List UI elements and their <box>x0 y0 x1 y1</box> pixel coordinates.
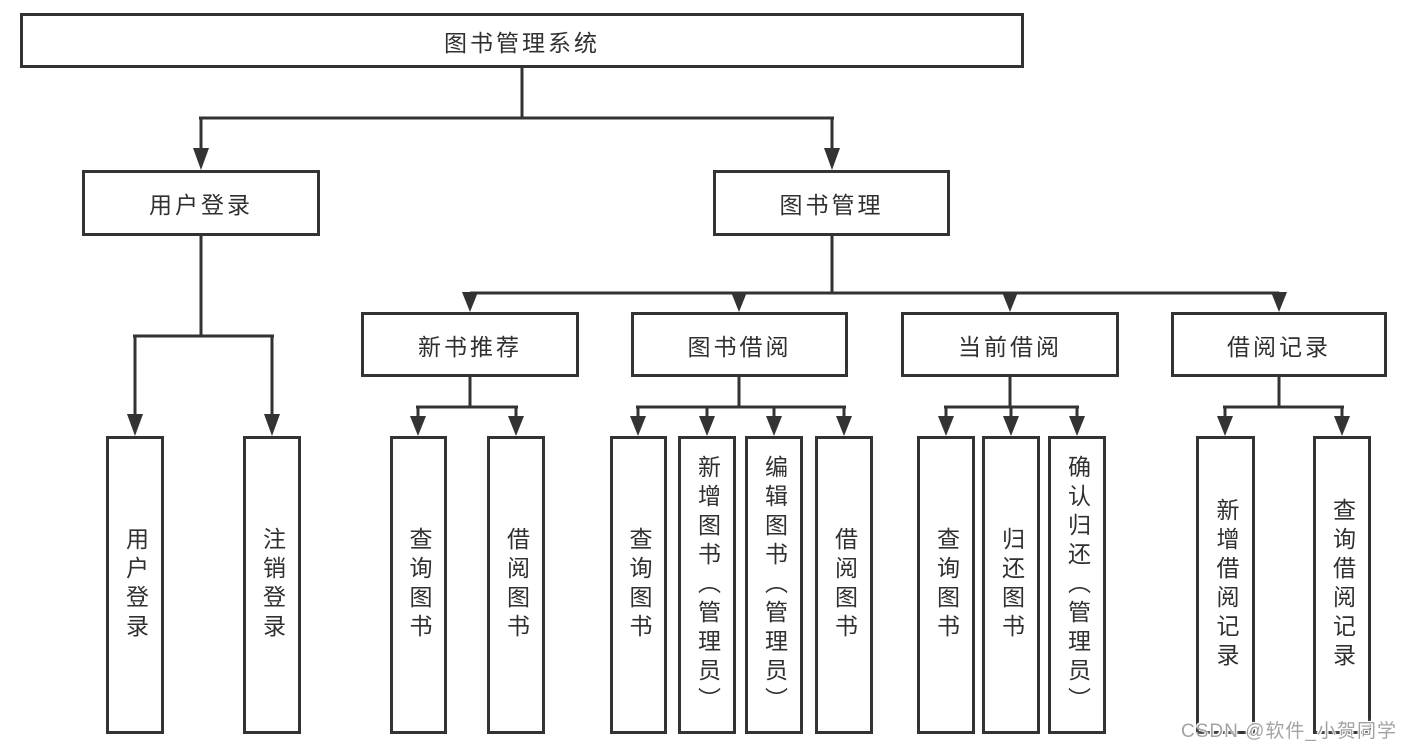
node-label: 查询图书 <box>626 527 652 643</box>
node-label: 当前借阅 <box>958 333 1062 360</box>
leaf-add-book-admin: 新增图书（管理员） <box>678 436 736 734</box>
user-login-branch-connector <box>127 236 280 436</box>
current-borrow-branch-connector <box>938 377 1085 436</box>
node-label: 新书推荐 <box>418 333 522 360</box>
leaf-query-books: 查询图书 <box>390 436 447 734</box>
node-label: 新增借阅记录 <box>1213 498 1239 672</box>
node-label: 用户登录 <box>149 192 253 218</box>
new-book-branch-connector <box>410 377 524 436</box>
node-label: 借阅图书 <box>503 527 530 643</box>
node-book-borrow: 图书借阅 <box>631 312 848 377</box>
node-label: 新增图书（管理员） <box>694 454 721 716</box>
borrow-record-branch-connector <box>1217 377 1350 436</box>
node-label: 查询借阅记录 <box>1329 498 1356 672</box>
root-to-level2-connector <box>193 68 840 170</box>
node-label: 归还图书 <box>998 527 1025 643</box>
leaf-edit-book-admin: 编辑图书（管理员） <box>745 436 803 734</box>
node-user-login: 用户登录 <box>82 170 320 236</box>
node-label: 借阅图书 <box>831 527 858 643</box>
node-label: 查询图书 <box>406 527 432 643</box>
node-label: 用户登录 <box>122 527 149 643</box>
leaf-query-books-3: 查询图书 <box>917 436 975 734</box>
node-label: 编辑图书（管理员） <box>761 454 788 716</box>
leaf-user-login: 用户登录 <box>106 436 164 734</box>
leaf-query-borrow-record: 查询借阅记录 <box>1313 436 1371 734</box>
leaf-confirm-return-admin: 确认归还（管理员） <box>1048 436 1106 734</box>
node-label: 借阅记录 <box>1227 333 1331 360</box>
node-label: 图书管理系统 <box>444 29 600 56</box>
node-label: 查询图书 <box>933 527 960 643</box>
leaf-borrow-books-2: 借阅图书 <box>815 436 873 734</box>
leaf-return-book: 归还图书 <box>982 436 1040 734</box>
leaf-query-books-2: 查询图书 <box>610 436 667 734</box>
node-book-management: 图书管理 <box>713 170 950 236</box>
leaf-add-borrow-record: 新增借阅记录 <box>1196 436 1255 734</box>
node-current-borrow: 当前借阅 <box>901 312 1119 377</box>
node-label: 图书借阅 <box>687 333 792 360</box>
csdn-watermark: CSDN @软件_小贺同学 <box>1181 721 1397 742</box>
book-borrow-branch-connector <box>630 377 852 436</box>
node-system-root: 图书管理系统 <box>20 13 1024 68</box>
leaf-borrow-books: 借阅图书 <box>487 436 545 734</box>
node-label: 确认归还（管理员） <box>1064 454 1091 716</box>
node-label: 图书管理 <box>779 192 884 218</box>
node-label: 注销登录 <box>259 527 286 643</box>
node-new-book-recommend: 新书推荐 <box>361 312 579 377</box>
leaf-logout: 注销登录 <box>243 436 301 734</box>
node-borrow-records: 借阅记录 <box>1171 312 1387 377</box>
book-management-branch-connector <box>462 236 1287 312</box>
